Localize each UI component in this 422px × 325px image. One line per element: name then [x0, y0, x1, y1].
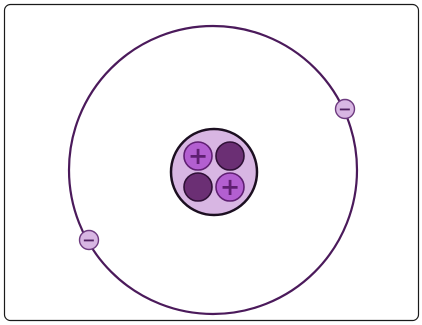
proton-bottom-right: +: [216, 173, 244, 201]
neutron-top-right: [216, 142, 244, 170]
proton-symbol: +: [188, 142, 208, 170]
nucleus-body: [171, 129, 257, 215]
electron-symbol: −: [338, 100, 351, 119]
nucleus: + +: [171, 129, 257, 215]
electron-left: −: [80, 231, 99, 250]
proton-symbol: +: [220, 173, 240, 201]
proton-top-left: +: [184, 142, 212, 170]
electron-right: −: [336, 100, 355, 119]
neutron-bottom-left: [184, 173, 212, 201]
electron-symbol: −: [82, 231, 95, 250]
